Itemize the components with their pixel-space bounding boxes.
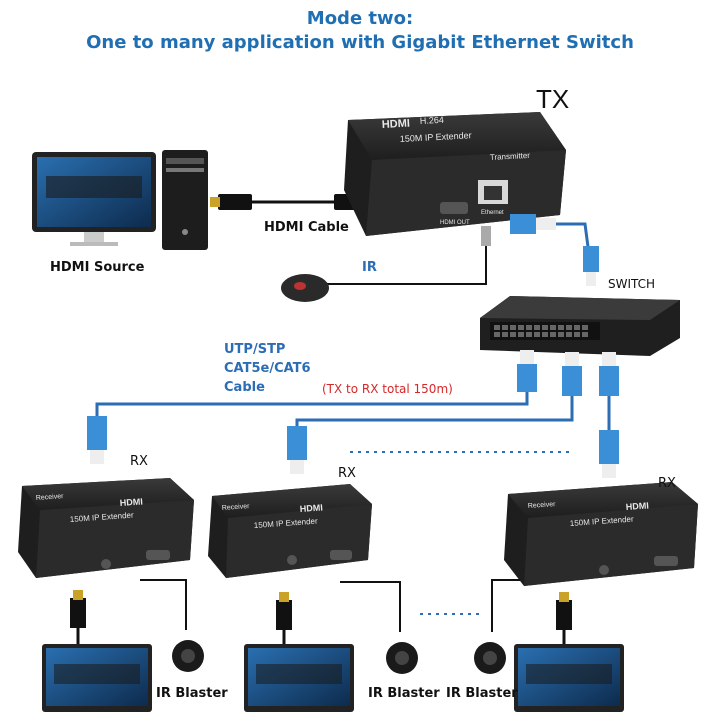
rx2-model-label: 150M IP Extender [254, 517, 319, 530]
tx-brand-label: HDMI [382, 118, 411, 131]
hdmi-plug-tv1 [70, 590, 86, 646]
hdmi-source-pc [162, 150, 208, 250]
cable-type-line2: CAT5e/CAT6 [224, 361, 311, 376]
tx-role-label: Transmitter [490, 151, 531, 162]
ir-blaster-label-1: IR Blaster [156, 686, 228, 701]
ir-receiver-icon [281, 274, 329, 302]
hdmi-plug-left [210, 194, 252, 210]
switch-to-rx2-cable [295, 395, 574, 430]
hdmi-source-label: HDMI Source [50, 260, 145, 275]
switch-rj45-top [583, 246, 599, 286]
rx3-extender-box: 150M IP Extender HDMI Receiver [504, 482, 698, 586]
ir-cable-rx3 [491, 579, 520, 632]
tx-port-hdmi-label: HDMI OUT [440, 220, 470, 226]
rx2-rj45-connector [287, 426, 307, 474]
rx1-brand-label: HDMI [119, 496, 143, 508]
rx3-brand-label: HDMI [625, 500, 649, 512]
tx-label: TX [536, 84, 570, 114]
rx2-extender-box: 150M IP Extender HDMI Receiver [208, 484, 372, 578]
tx-extender-box: HDMI H.264 150M IP Extender Transmitter … [344, 112, 566, 236]
tx-rj45-connector [510, 214, 556, 234]
rx3-role-label: Receiver [528, 501, 557, 510]
rx2-label: RX [338, 466, 356, 481]
rx3-label: RX [658, 476, 676, 491]
switch-rj45-out-3 [599, 352, 619, 396]
rx2-role-label: Receiver [222, 503, 251, 512]
tx-model-label: 150M IP Extender [400, 130, 472, 144]
distance-note: (TX to RX total 150m) [322, 382, 453, 396]
cable-type-line1: UTP/STP [224, 342, 286, 357]
ir-blaster-label-2: IR Blaster [368, 686, 440, 701]
tv-display-2 [244, 644, 354, 712]
ir-blaster-icon-1 [172, 640, 204, 672]
tx-port-ethernet-label: Ethernet [481, 210, 504, 216]
tv-display-1 [42, 644, 152, 712]
switch-rj45-out-2 [562, 352, 582, 396]
rx3-model-label: 150M IP Extender [570, 515, 635, 528]
rx3-rj45-connector [599, 430, 619, 478]
ir-cable-tx [300, 240, 487, 285]
ir-label: IR [362, 260, 377, 275]
ir-cable-rx2 [340, 581, 401, 632]
ir-jack-tx [481, 226, 491, 246]
tx-codec-label: H.264 [420, 115, 445, 126]
rx1-label: RX [130, 454, 148, 469]
hdmi-plug-tv3 [556, 592, 572, 646]
switch-label: SWITCH [608, 277, 656, 291]
rx1-model-label: 150M IP Extender [70, 511, 135, 524]
rx1-role-label: Receiver [36, 493, 65, 502]
hdmi-plug-tv2 [276, 592, 292, 646]
rx1-rj45-connector [87, 416, 107, 464]
rx2-brand-label: HDMI [299, 502, 323, 514]
ir-blaster-label-3: IR Blaster [446, 686, 518, 701]
ir-cable-rx1 [140, 579, 187, 630]
ir-blaster-icon-2 [386, 642, 418, 674]
diagram-title-line1: Mode two: [306, 8, 414, 29]
diagram-title-line2: One to many application with Gigabit Eth… [86, 32, 634, 53]
tv-display-3 [514, 644, 624, 712]
ir-blaster-icon-3 [474, 642, 506, 674]
hdmi-source-monitor [32, 152, 156, 246]
gigabit-switch [480, 296, 680, 356]
switch-to-rx1-cable [95, 390, 529, 420]
switch-rj45-out-1 [517, 350, 537, 392]
cable-type-line3: Cable [224, 380, 265, 395]
hdmi-cable-label: HDMI Cable [264, 220, 349, 235]
rx1-extender-box: 150M IP Extender HDMI Receiver [18, 478, 194, 578]
